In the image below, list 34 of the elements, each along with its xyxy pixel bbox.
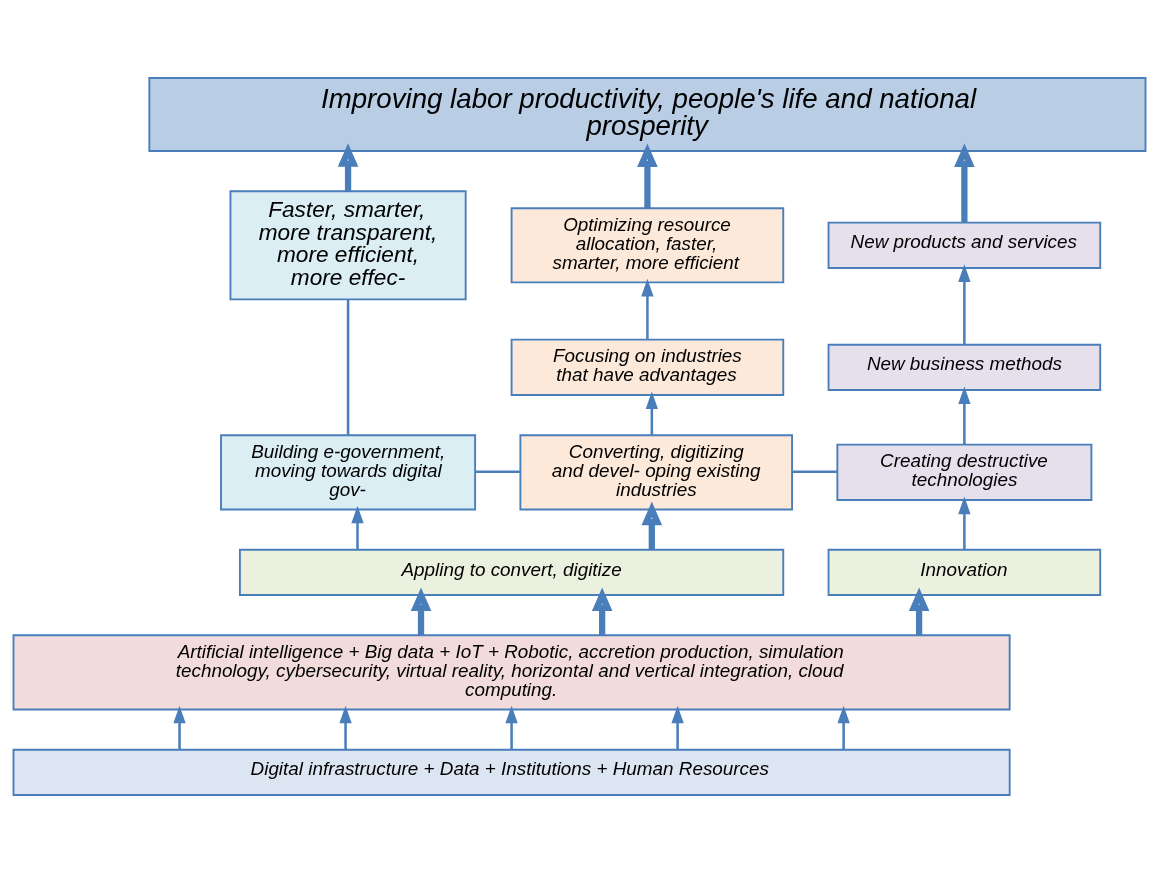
arrow — [958, 385, 971, 444]
node-box: Optimizing resource allocation, faster, smarter, more efficient — [510, 206, 785, 283]
node-box: Improving labor productivity, people's life and national prosperity — [148, 76, 1147, 152]
node-box: Appling to convert, digitize — [238, 548, 785, 596]
arrow — [908, 587, 930, 635]
arrow — [958, 496, 971, 550]
arrow — [337, 142, 359, 191]
arrow — [410, 587, 432, 635]
arrow — [641, 501, 663, 550]
arrow — [837, 705, 850, 750]
node-box: Focusing on industries that have advantages — [510, 338, 785, 396]
arrow — [637, 142, 658, 208]
node-box: Converting, digitizing and devel- oping existing industries — [519, 433, 793, 510]
arrow — [351, 505, 364, 550]
arrow — [954, 143, 975, 223]
connector — [792, 469, 837, 473]
node-box: Artificial intelligence + Big data + IoT + Robotic, accretion production, simulation technology, cybersecurity, virtual reality, horizontal and vertical integration, cloud computing. — [12, 633, 1011, 710]
arrow — [671, 705, 684, 750]
connector — [346, 298, 350, 435]
connector — [475, 469, 520, 473]
arrow — [641, 278, 654, 340]
node-box: Digital infrastructure + Data + Institutions + Human Resources — [12, 748, 1011, 796]
node-box: New business methods — [827, 343, 1102, 391]
node-box: New products and services — [827, 221, 1102, 269]
node-box: Building e-government, moving towards digital gov- — [220, 433, 477, 510]
arrow — [958, 263, 971, 344]
node-box: Faster, smarter, more transparent, more efficient, more effec- — [229, 189, 467, 300]
arrow — [591, 587, 613, 635]
arrow — [173, 705, 186, 750]
arrow — [505, 705, 518, 750]
arrow — [339, 705, 352, 750]
arrow — [645, 390, 658, 435]
node-box: Innovation — [827, 548, 1102, 596]
node-box: Creating destructive technologies — [836, 443, 1093, 501]
